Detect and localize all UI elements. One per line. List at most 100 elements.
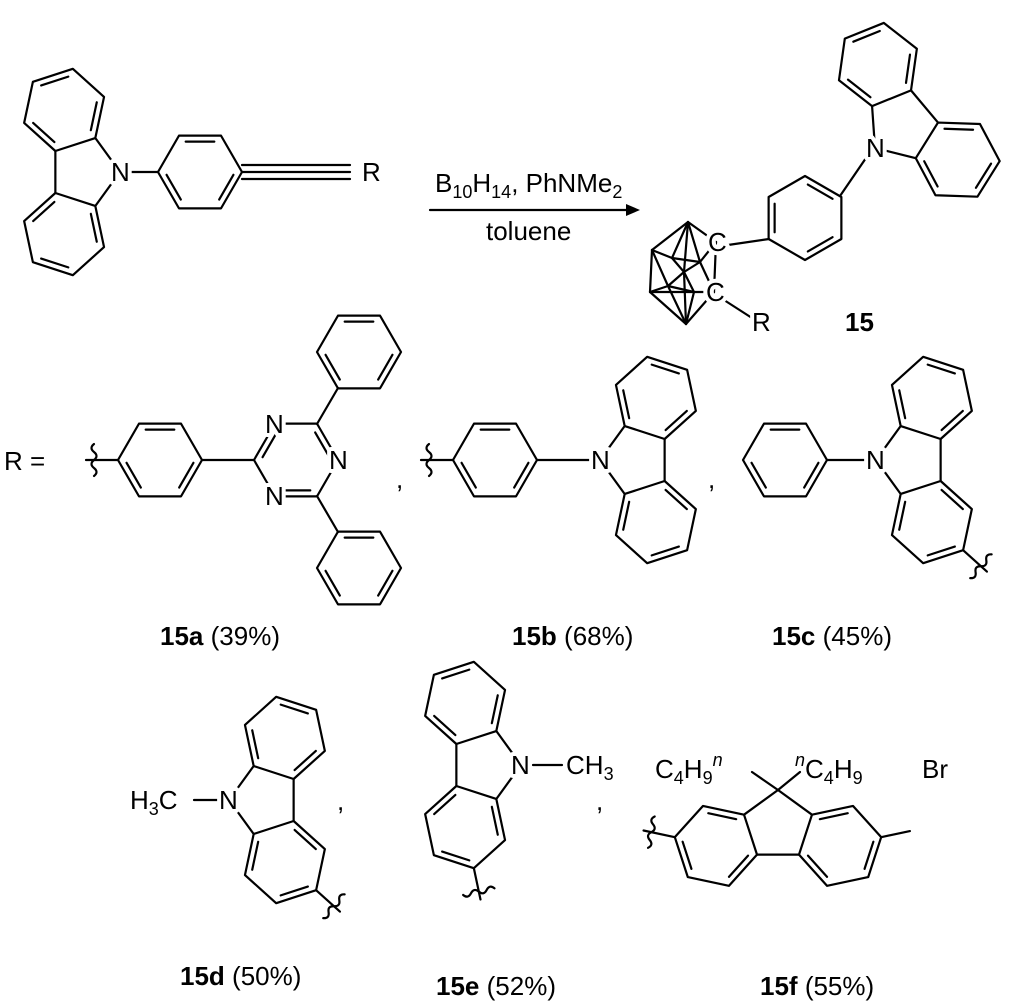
single-bond	[598, 424, 626, 462]
single-bond	[838, 156, 868, 198]
double-bond-inner-line	[727, 854, 750, 878]
caption-15b: 15b (68%)	[512, 621, 633, 651]
separator-comma: ,	[708, 464, 715, 494]
methyl-label-15e: CH3	[566, 750, 614, 784]
double-bond-inner-line	[707, 812, 738, 821]
attachment-bond	[472, 867, 482, 901]
double-bond-inner-line	[279, 703, 309, 715]
double-bond-inner-line	[622, 500, 631, 531]
benzene-ring	[767, 174, 843, 262]
separator-comma: ,	[596, 786, 603, 816]
double-bond-inner-line	[293, 828, 317, 851]
separator-comma: ,	[396, 464, 403, 494]
butyl-label-right: nC4H9	[795, 750, 863, 788]
atom-c2-product: C	[706, 277, 725, 307]
single-bond	[495, 763, 523, 801]
benzene-ring	[890, 355, 973, 441]
caption-15a: 15a (39%)	[160, 621, 280, 651]
benzene-ring	[614, 355, 697, 441]
double-bond-inner-line	[293, 749, 317, 772]
double-bond-inner-line	[750, 461, 767, 489]
double-bond-inner-line	[377, 353, 394, 381]
atom-n-15a-2: N	[329, 445, 348, 475]
atom-n-start: N	[111, 157, 130, 187]
double-bond-inner-line	[940, 409, 964, 432]
benzene-ring	[673, 804, 759, 887]
double-bond-inner-line	[806, 854, 829, 878]
double-bond-inner-line	[803, 461, 820, 489]
single-bond	[315, 386, 340, 426]
single-bond	[94, 170, 122, 208]
benzene-ring	[797, 804, 883, 887]
carborane-cage-edge	[686, 220, 718, 244]
benzene-ring	[23, 67, 106, 153]
single-bond	[726, 237, 771, 247]
benzene-ring	[116, 422, 204, 498]
carborane-cage-edge	[670, 220, 690, 260]
single-bond	[873, 146, 917, 160]
wavy-attachment-icon	[322, 893, 346, 920]
atom-n-15e: N	[511, 750, 530, 780]
benzene-ring	[23, 191, 106, 277]
carborane-cage-edge	[682, 270, 688, 326]
double-bond-inner-line	[650, 545, 680, 557]
carborane-cage-edge	[648, 248, 654, 294]
double-bond-inner-line	[32, 200, 56, 223]
double-bond-inner-line	[846, 78, 872, 99]
carborane-cage-edge	[650, 248, 674, 260]
benzene-ring	[424, 784, 507, 870]
single-bond	[495, 729, 523, 767]
benzene-ring	[741, 422, 829, 498]
single-bond	[776, 788, 814, 816]
single-bond	[742, 788, 780, 816]
double-bond-inner-line	[863, 840, 875, 870]
benzene-ring	[837, 21, 918, 108]
double-bond-inner-line	[818, 812, 849, 821]
double-bond-inner-line	[622, 389, 631, 420]
benzene-ring	[890, 479, 973, 565]
double-bond-inner-line	[513, 461, 530, 489]
double-bond-inner-line	[806, 236, 834, 253]
double-bond-inner-line	[806, 183, 834, 200]
double-bond-inner-line	[178, 461, 195, 489]
wavy-attachment-icon	[646, 815, 656, 849]
carborane-cage-edge	[666, 270, 686, 288]
double-bond-inner-line	[490, 805, 499, 836]
carborane-cage-edge	[682, 220, 690, 274]
double-bond-inner-line	[324, 353, 341, 381]
carborane-cage-edge	[712, 240, 718, 294]
double-bond-inner-line	[125, 461, 142, 489]
attachment-bond	[315, 889, 341, 913]
atom-n-15d: N	[219, 785, 238, 815]
caption-15f: 15f (55%)	[760, 971, 874, 1001]
atom-r-start: R	[362, 157, 381, 187]
single-bond	[722, 298, 754, 320]
double-bond-inner-line	[218, 173, 235, 201]
single-bond	[94, 136, 122, 174]
double-bond-inner-line	[664, 488, 688, 511]
attachment-bond	[642, 829, 676, 839]
double-bond-inner-line	[324, 569, 341, 597]
atom-n-15c: N	[866, 445, 885, 475]
atom-n-15b: N	[591, 445, 610, 475]
wavy-attachment-icon	[90, 442, 98, 478]
double-bond-inner-line	[460, 461, 477, 489]
single-bond	[227, 764, 255, 802]
r-equals-label: R =	[4, 446, 45, 476]
double-bond-inner-line	[650, 363, 680, 375]
double-bond-inner-line	[40, 75, 70, 87]
carborane-cage-edge	[686, 220, 702, 264]
double-bond-inner-line	[664, 409, 688, 432]
benzene-ring	[451, 422, 539, 498]
double-bond-inner-line	[314, 431, 331, 459]
single-bond	[598, 458, 626, 496]
atom-r-product: R	[752, 307, 771, 337]
atom-n-product: N	[866, 133, 885, 163]
atom-labels: N R N C C R 15 R = N N N , N , N N H3C ,…	[4, 129, 952, 1001]
single-bond	[880, 829, 912, 839]
double-bond-inner-line	[898, 500, 907, 531]
single-bond	[874, 458, 902, 496]
atom-n-15a-1: N	[265, 409, 284, 439]
carborane-cage-edge	[650, 220, 690, 252]
